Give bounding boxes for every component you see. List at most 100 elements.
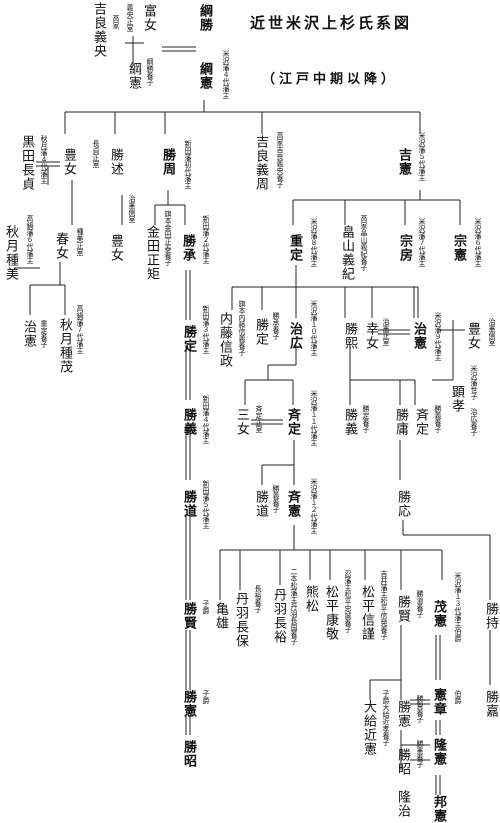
note-matsudaira-2: 吉井藩主松平信発養子 — [380, 570, 389, 640]
note-katsuyoshi-3: 勝定養子 — [362, 405, 371, 433]
note-katsusada-2: 新田藩３代藩主 — [202, 305, 211, 354]
person-kaneda-masanori: 金田正矩 — [144, 225, 159, 281]
note-kuroda: 秋月藩４代藩主 — [40, 135, 49, 184]
note-katsunori-2: 子爵 — [202, 690, 211, 704]
note-munefusa: 米沢藩７代藩主 — [418, 218, 427, 267]
note-yoshinaka: 高家 — [112, 15, 121, 29]
note-naito: 旗本内藤信義養子 — [238, 300, 247, 356]
person-katsumichi-2: 勝道 — [253, 490, 268, 518]
note-tanba-1: 二本松藩主丹羽長国養子 — [290, 568, 299, 645]
note-akizuki-2: 高鍋藩７代藩主 — [76, 305, 85, 354]
person-katsuchika: 勝周 — [160, 148, 175, 176]
note-noriaki: 伯爵 — [454, 690, 463, 704]
note-narisada-2: 勝義養子 — [434, 405, 443, 433]
note-takanori: 勝憲養子 — [416, 740, 425, 768]
person-kumamatsu: 熊松 — [303, 585, 318, 613]
note-katsuyoshi: 新田藩２代藩主 — [202, 215, 211, 264]
note-toyome-3: 治憲側室 — [488, 318, 497, 346]
person-munenori: 宗憲 — [451, 234, 466, 262]
note-hatakeyama: 高家畠山義紀養子 — [360, 215, 369, 271]
note-onokyu: 子爵大給近孝養子 — [382, 690, 391, 746]
person-akizuki-tanehiro: 秋月種美 — [3, 225, 18, 281]
person-narinori: 斉憲 — [285, 490, 300, 518]
note-tsunakatsu: 米沢藩４代藩主 — [222, 50, 231, 99]
note-tsunanori: 綱勝養子 — [146, 58, 155, 86]
person-yoshinaka: 吉良義央 — [91, 2, 106, 58]
person-haruhiro: 治広 — [287, 322, 302, 350]
person-mochinori: 茂憲 — [431, 600, 446, 628]
person-haruori-akizuki: 治憲 — [21, 320, 36, 348]
person-katsumichi: 勝道 — [181, 490, 196, 518]
note-akitaka: 米沢藩世子 治広養子 — [470, 365, 479, 436]
note-katsuyoshi-2: 新田藩４代藩主 — [202, 395, 211, 444]
note-yoshichika: 高家吉良義央養子 — [276, 132, 285, 188]
person-akitaka: 顕孝 — [449, 385, 464, 413]
note-kaneda: 旗本金田正泰養子 — [164, 210, 173, 266]
person-tanba-nagayasu: 丹羽長保 — [233, 592, 248, 648]
person-narisada: 斉定 — [285, 408, 300, 436]
note-sanjo: 斉定正室 — [255, 405, 264, 433]
person-kuninori: 邦憲 — [431, 795, 446, 823]
person-katsuyoshi-4: 勝義 — [181, 408, 196, 436]
person-toyome-3: 豊女 — [465, 322, 480, 350]
person-katsukata-2: 勝賢 — [395, 595, 410, 623]
note-katsukata: 勝道養子 — [416, 590, 425, 618]
person-tsunanori-son: 綱憲 — [126, 62, 141, 90]
person-akizuki-tanemochi: 秋月種茂 — [57, 318, 72, 374]
note-tanba-2: 長裕養子 — [254, 585, 263, 613]
person-katsusada-main: 勝定 — [181, 325, 196, 353]
person-tsunakatsu: 綱勝 — [197, 4, 212, 32]
note-katsumichi-2: 勝義養子 — [272, 485, 281, 513]
person-takanori: 隆憲 — [431, 738, 446, 766]
person-katsuyoshi-b: 勝義 — [342, 408, 357, 436]
person-tsunanori: 綱憲 — [197, 62, 212, 90]
note-narisada: 米沢藩１１代藩主 — [310, 390, 319, 446]
person-katsuyoshi: 勝承 — [180, 234, 195, 262]
person-katsuaki-2: 勝昭 — [395, 748, 410, 776]
person-takaharu: 隆治 — [395, 790, 410, 818]
person-katsuhiro: 勝熙 — [342, 322, 357, 350]
chart-subtitle: （江戸中期以降） — [262, 72, 399, 87]
note-shigesada: 米沢藩８代藩主 — [310, 218, 319, 267]
person-onokyu-chikanori: 大給近憲 — [361, 700, 376, 756]
person-tomime: 富女 — [141, 4, 156, 32]
person-narisada-2: 斉定 — [413, 408, 428, 436]
person-matsudaira-nobunori: 松平信謹 — [359, 585, 374, 641]
person-katsunori: 勝応 — [395, 490, 410, 518]
note-yoshinori: 米沢藩５代藩主 — [418, 132, 427, 181]
person-katsunori-b: 勝憲 — [395, 700, 410, 728]
person-sanjo: 三女 — [234, 408, 249, 436]
person-naito-nobumasa: 内藤信政 — [217, 312, 232, 368]
person-noriaki: 憲章 — [431, 688, 446, 716]
person-katsunobu: 勝述 — [108, 148, 123, 176]
note-katsuchika: 新田藩初代藩主 — [184, 140, 193, 189]
person-sachime: 幸女 — [363, 322, 378, 350]
note-kameo-vis: 子爵 — [202, 600, 211, 614]
person-katsuyoshi-kaka: 勝嘉 — [483, 690, 498, 718]
person-katsunori-8: 勝憲 — [181, 690, 196, 718]
person-kameo: 亀雄 — [213, 602, 228, 630]
person-yoshinori: 吉憲 — [396, 148, 411, 176]
person-kira-yoshichika: 吉良義周 — [253, 135, 268, 191]
person-katsuhiro-2: 勝庸 — [393, 408, 408, 436]
note-munenori: 米沢藩６代藩主 — [474, 218, 483, 267]
note-tomime: 義央正室 — [126, 4, 135, 32]
person-hatakeyama: 畠山義紀 — [339, 225, 354, 281]
note-harume: 種美正室 — [76, 228, 85, 256]
person-harume: 春女 — [53, 232, 68, 260]
chart-title: 近世米沢上杉氏系図 — [250, 14, 413, 32]
person-kuroda-nagasada: 黒田長貞 — [19, 135, 34, 191]
person-munefusa: 宗房 — [397, 234, 412, 262]
person-matsudaira-yasutaka: 松平康敬 — [323, 585, 338, 641]
note-toyome-2: 治憲側室 — [128, 195, 137, 223]
person-katsusada: 勝定 — [253, 318, 268, 346]
note-katsunori-3: 勝賢養子 — [416, 695, 425, 723]
note-haruhiro: 米沢藩１０代藩主 — [310, 300, 319, 356]
note-toyome-1: 長貞正室 — [92, 140, 101, 168]
note-haruori: 重定養子 — [40, 320, 49, 348]
person-toyome-1: 豊女 — [61, 148, 76, 176]
person-shigesada: 重定 — [287, 234, 302, 262]
person-toyome-2: 豊女 — [108, 234, 123, 262]
